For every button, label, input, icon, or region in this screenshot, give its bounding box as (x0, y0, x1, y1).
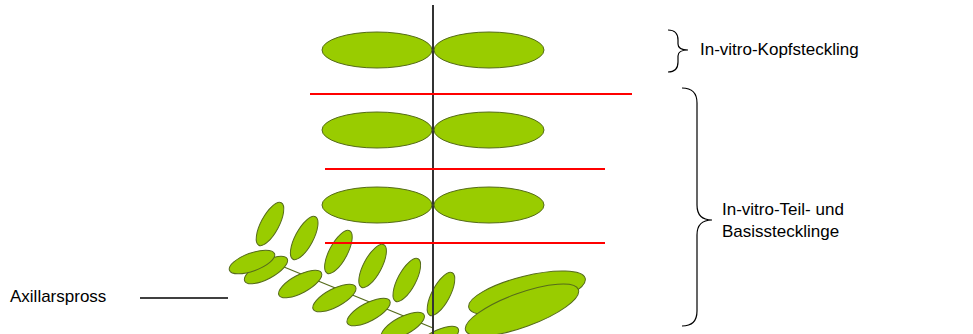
leaflet (275, 265, 326, 303)
leaf-pairs (322, 32, 589, 334)
cut-line (325, 242, 605, 244)
leaflet (251, 199, 289, 250)
leaflet (319, 227, 357, 278)
leader-line (140, 297, 228, 299)
cutting-label-box: In-vitro-Kopfsteckling (700, 39, 960, 61)
leaf (434, 112, 544, 148)
cut-lines (310, 94, 632, 243)
brace (668, 30, 688, 72)
leaflet (309, 279, 360, 317)
leaflet (343, 293, 394, 331)
leaflet (285, 213, 323, 264)
brace (682, 88, 712, 326)
leaf (322, 112, 432, 148)
leaflet (422, 269, 460, 320)
cutting-label: In-vitro-Kopfsteckling (700, 39, 960, 61)
leaflet (226, 245, 277, 278)
cut-line (325, 168, 605, 170)
leaflet (388, 255, 426, 306)
cutting-label: In-vitro-Teil- und Basisstecklinge (722, 199, 892, 243)
leaf (322, 32, 432, 68)
leaf (434, 32, 544, 68)
part-label: Axillarspross (10, 286, 135, 308)
cut-line (310, 93, 632, 95)
leaf (460, 274, 584, 334)
leaf (434, 187, 544, 223)
part-label-box: Axillarspross (10, 286, 135, 308)
cutting-label-box: In-vitro-Teil- und Basisstecklinge (722, 199, 892, 243)
leaflet (353, 241, 391, 292)
leaf (322, 187, 432, 223)
